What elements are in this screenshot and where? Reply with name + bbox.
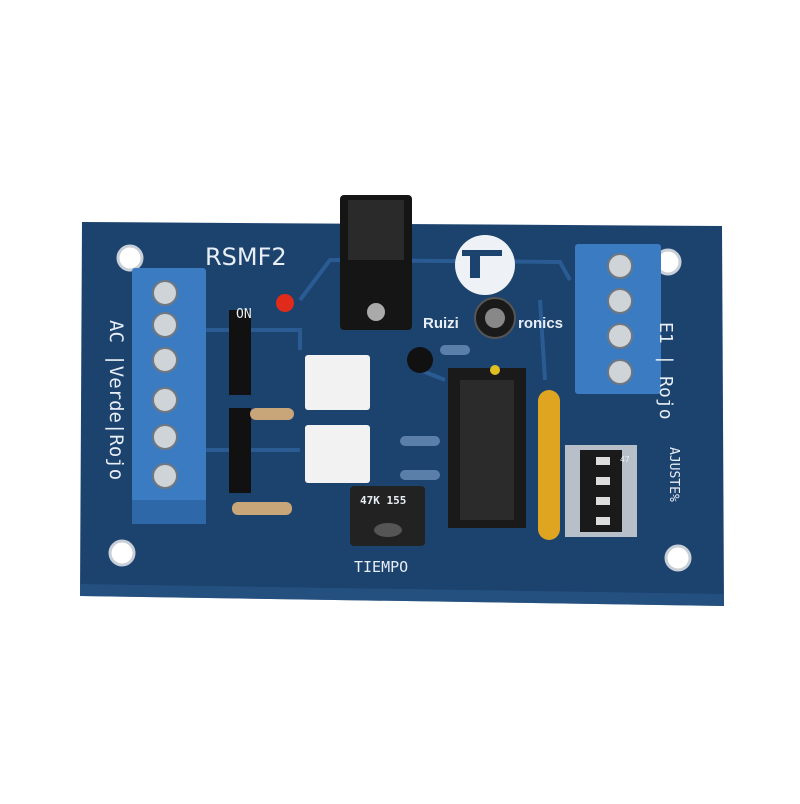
left-terminal-block bbox=[132, 268, 206, 524]
power-led bbox=[276, 294, 294, 312]
left-terminal-label: AC |Verde|Rojo bbox=[105, 320, 127, 480]
trimpot bbox=[350, 486, 425, 546]
ic-chip bbox=[448, 365, 526, 528]
resistors bbox=[232, 345, 470, 515]
dip-marking: 47 bbox=[620, 455, 630, 464]
svg-text:ronics: ronics bbox=[518, 315, 563, 332]
dip-switch bbox=[565, 445, 637, 537]
pin-header bbox=[229, 408, 251, 493]
brand-logo bbox=[455, 235, 515, 295]
trimpot-label: TIEMPO bbox=[354, 558, 408, 576]
film-capacitor bbox=[538, 390, 560, 540]
dip-label: AJUSTE% bbox=[666, 447, 681, 502]
right-terminal-block bbox=[575, 244, 661, 394]
svg-text:Ruizi: Ruizi bbox=[423, 315, 459, 332]
dc-power-jack bbox=[340, 195, 412, 330]
electrolytic-capacitor bbox=[474, 297, 516, 339]
optocouplers bbox=[305, 355, 370, 483]
transistor bbox=[407, 347, 433, 373]
led-label: ON bbox=[236, 307, 252, 322]
right-terminal-label: E1 | Rojo bbox=[655, 322, 676, 420]
model-label: RSMF2 bbox=[205, 243, 287, 271]
pin-header bbox=[229, 310, 251, 395]
trimpot-marking: 47K 155 bbox=[360, 494, 406, 507]
